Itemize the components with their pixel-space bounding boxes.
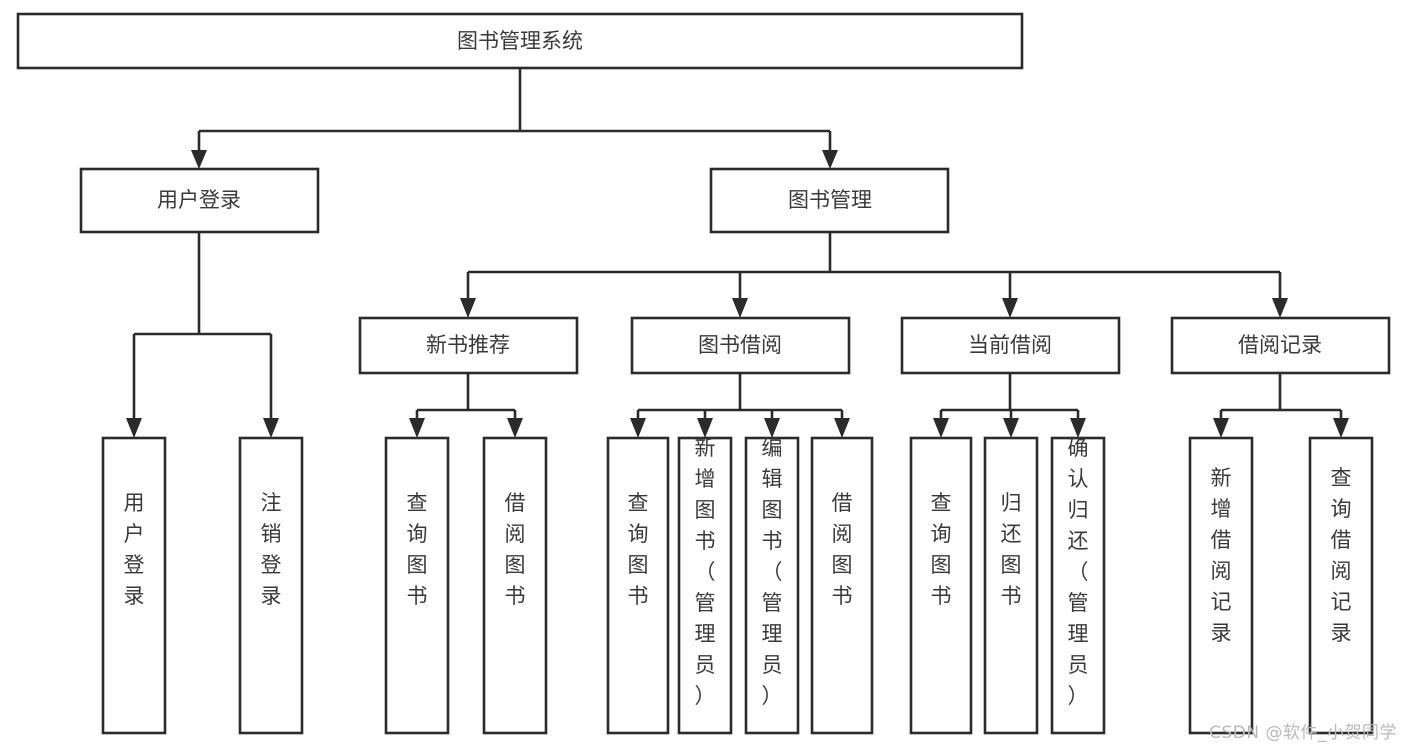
leaf-node-logout-box[interactable]	[238, 436, 304, 735]
arrow-head-user-login-leaf-1	[126, 418, 142, 438]
leaf-node-query-book-current-box[interactable]	[909, 436, 973, 735]
leaf-node-add-book-admin[interactable]: 新增图书（管理员）	[677, 436, 733, 735]
node-root-label: 图书管理系统	[457, 29, 583, 53]
node-borrow-records[interactable]: 借阅记录	[1170, 316, 1391, 375]
leaf-node-borrow-book-new-box[interactable]	[482, 436, 548, 735]
arrow-head-current-leaf-3	[1070, 418, 1086, 438]
leaf-node-borrow-book[interactable]: 借阅图书	[810, 436, 874, 735]
arrow-head-current-leaf-1	[933, 418, 949, 438]
node-new-book-recommend-label: 新书推荐	[426, 333, 510, 357]
leaf-node-logout-label: 注销登录	[261, 491, 282, 608]
node-book-borrow-box[interactable]	[630, 316, 851, 375]
leaf-node-edit-book-admin[interactable]: 编辑图书（管理员）	[744, 436, 800, 735]
leaf-node-return-book-label: 归还图书	[1001, 491, 1022, 608]
node-new-book-recommend[interactable]: 新书推荐	[358, 316, 579, 375]
node-root-box[interactable]	[16, 12, 1024, 70]
node-user-login[interactable]: 用户登录	[79, 167, 320, 234]
leaf-node-query-book-borrow-box[interactable]	[606, 436, 670, 735]
leaf-node-add-book-admin-box[interactable]	[677, 436, 733, 735]
leaf-node-query-book-new-label: 查询图书	[407, 491, 428, 608]
leaf-node-return-book[interactable]: 归还图书	[983, 436, 1039, 735]
leaf-layer: 用户登录 注销登录 查询图书 借阅图书 查询图书 新增图书（管理员）	[101, 436, 1374, 735]
leaf-node-query-book-new[interactable]: 查询图书	[384, 436, 450, 735]
node-borrow-records-label: 借阅记录	[1238, 333, 1322, 357]
arrow-head-root-to-book-mgmt	[822, 150, 838, 169]
leaf-node-user-login-label: 用户登录	[124, 491, 145, 608]
leaf-node-borrow-book-box[interactable]	[810, 436, 874, 735]
node-user-login-box[interactable]	[79, 167, 320, 234]
node-borrow-records-box[interactable]	[1170, 316, 1391, 375]
arrow-head-book-mgmt-to-new-book	[460, 298, 476, 318]
leaf-node-query-book-borrow-label: 查询图书	[628, 491, 649, 608]
node-book-borrow-label: 图书借阅	[698, 333, 782, 357]
node-book-borrow[interactable]: 图书借阅	[630, 316, 851, 375]
arrow-head-book-mgmt-to-borrow	[732, 298, 748, 318]
leaf-node-borrow-book-label: 借阅图书	[832, 491, 853, 608]
arrow-head-current-leaf-2	[1003, 418, 1019, 438]
leaf-node-query-book-new-box[interactable]	[384, 436, 450, 735]
leaf-node-query-borrow-record[interactable]: 查询借阅记录	[1308, 436, 1374, 735]
arrow-head-user-login-leaf-2	[263, 418, 279, 438]
leaf-node-borrow-book-new[interactable]: 借阅图书	[482, 436, 548, 735]
node-user-login-label: 用户登录	[157, 188, 241, 212]
node-current-borrow-box[interactable]	[900, 316, 1121, 375]
leaf-node-query-borrow-record-box[interactable]	[1308, 436, 1374, 735]
node-book-management[interactable]: 图书管理	[709, 167, 950, 234]
leaf-node-edit-book-admin-label: 编辑图书（管理员）	[762, 436, 783, 708]
leaf-node-borrow-book-new-label: 借阅图书	[505, 491, 526, 608]
arrow-head-root-to-user-login	[191, 150, 207, 169]
arrow-head-book-mgmt-to-current	[1002, 298, 1018, 318]
arrow-head-records-leaf-2	[1333, 418, 1349, 438]
leaf-node-user-login-box[interactable]	[101, 436, 167, 735]
node-book-management-label: 图书管理	[788, 188, 872, 212]
connector-layer	[126, 68, 1349, 438]
leaf-node-edit-book-admin-box[interactable]	[744, 436, 800, 735]
arrow-head-book-mgmt-to-records	[1272, 298, 1288, 318]
arrow-head-borrow-leaf-4	[834, 418, 850, 438]
leaf-node-add-borrow-record-box[interactable]	[1188, 436, 1254, 735]
leaf-node-add-book-admin-label: 新增图书（管理员）	[695, 436, 716, 708]
leaf-node-add-borrow-record-label: 新增借阅记录	[1211, 466, 1232, 645]
leaf-node-query-book-current-label: 查询图书	[931, 491, 952, 608]
leaf-node-add-borrow-record[interactable]: 新增借阅记录	[1188, 436, 1254, 735]
leaf-node-user-login[interactable]: 用户登录	[101, 436, 167, 735]
node-current-borrow-label: 当前借阅	[968, 333, 1052, 357]
arrow-head-borrow-leaf-1	[630, 418, 646, 438]
leaf-node-logout[interactable]: 注销登录	[238, 436, 304, 735]
arrow-head-records-leaf-1	[1213, 418, 1229, 438]
leaf-node-query-book-borrow[interactable]: 查询图书	[606, 436, 670, 735]
leaf-node-confirm-return-admin-label: 确认归还（管理员）	[1068, 436, 1089, 708]
arrow-head-borrow-leaf-3	[764, 418, 780, 438]
arrow-head-borrow-leaf-2	[697, 418, 713, 438]
arrow-head-new-book-leaf-2	[507, 418, 523, 438]
leaf-node-query-book-current[interactable]: 查询图书	[909, 436, 973, 735]
node-root[interactable]: 图书管理系统	[16, 12, 1024, 70]
leaf-node-confirm-return-admin[interactable]: 确认归还（管理员）	[1050, 436, 1106, 735]
leaf-node-query-borrow-record-label: 查询借阅记录	[1331, 466, 1352, 645]
node-current-borrow[interactable]: 当前借阅	[900, 316, 1121, 375]
node-new-book-recommend-box[interactable]	[358, 316, 579, 375]
leaf-node-confirm-return-admin-box[interactable]	[1050, 436, 1106, 735]
csdn-watermark: CSDN @软件_小贺同学	[1209, 723, 1397, 743]
node-book-management-box[interactable]	[709, 167, 950, 234]
leaf-node-return-book-box[interactable]	[983, 436, 1039, 735]
arrow-head-new-book-leaf-1	[409, 418, 425, 438]
